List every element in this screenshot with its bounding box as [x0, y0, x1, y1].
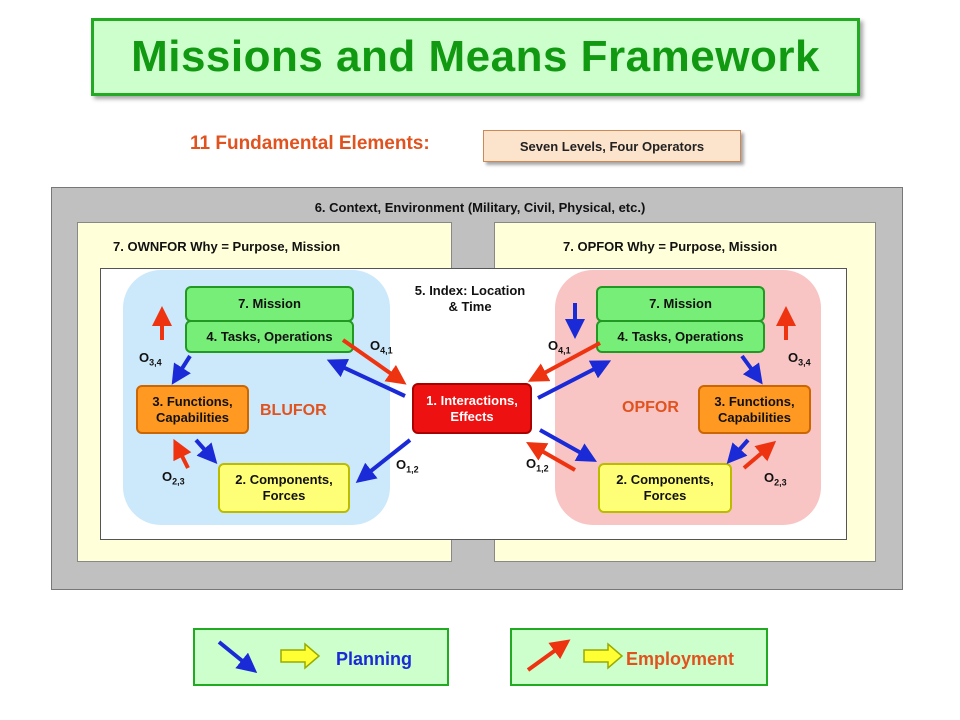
legend-yellow-arrow-icon — [280, 642, 321, 670]
index-location-time-label: 5. Index: Location & Time — [395, 283, 545, 315]
planning-legend: Planning — [193, 628, 449, 686]
page-title: Missions and Means Framework — [131, 32, 820, 81]
opfor-operator-o41: O4,1 — [548, 338, 571, 356]
planning-legend-label: Planning — [336, 649, 412, 669]
opfor-planning-arrow-tasks-to-functions — [740, 354, 763, 385]
blufor-functions-node: 3. Functions, Capabilities — [136, 385, 249, 434]
blufor-components-line-2: Forces — [262, 488, 306, 503]
opfor-components-line-1: 2. Components, — [616, 472, 714, 487]
opfor-functions-node: 3. Functions, Capabilities — [698, 385, 811, 434]
opfor-employment-arrow-components-to-functions — [742, 440, 777, 470]
blufor-functions-line-2: Capabilities — [156, 409, 229, 425]
fundamental-elements-label: 11 Fundamental Elements: — [190, 133, 430, 154]
opfor-operator-o12: O1,2 — [526, 456, 549, 474]
blufor-components-line-1: 2. Components, — [235, 472, 333, 487]
employment-legend-label: Employment — [626, 649, 735, 669]
opfor-components-line-2: Forces — [643, 488, 687, 503]
blufor-functions-line-1: 3. Functions, — [152, 393, 233, 409]
planning-arrow-icon — [217, 640, 258, 674]
levels-operators-label: Seven Levels, Four Operators — [519, 138, 705, 154]
blufor-employment-arrow-tasks-to-interactions — [341, 338, 407, 385]
blufor-components-node: 2. Components, Forces — [218, 463, 350, 513]
context-environment-label: 6. Context, Environment (Military, Civil… — [314, 200, 646, 215]
blufor-operator-o23: O2,3 — [162, 469, 185, 487]
employment-legend: Employment — [510, 628, 768, 686]
opfor-functions-line-2: Capabilities — [718, 409, 791, 425]
opfor-planning-arrow-functions-to-components — [726, 438, 750, 464]
employment-arrow-icon — [526, 639, 571, 672]
opfor-employment-arrow-components-to-interactions — [526, 442, 576, 472]
opfor-planning-arrow-interactions-to-components — [539, 428, 597, 462]
index-label-line-2: & Time — [448, 299, 492, 314]
opfor-tasks-node: 4. Tasks, Operations — [596, 320, 765, 353]
ownfor-purpose-label: 7. OWNFOR Why = Purpose, Mission — [113, 239, 341, 254]
blufor-planning-arrow-interactions-to-tasks — [326, 358, 406, 398]
opfor-tasks-label: 4. Tasks, Operations — [617, 328, 744, 344]
opfor-purpose-label: 7. OPFOR Why = Purpose, Mission — [563, 239, 778, 254]
planning-legend-graphic — [217, 640, 321, 674]
levels-operators-box: Seven Levels, Four Operators — [483, 130, 741, 162]
opfor-label: OPFOR — [622, 399, 679, 416]
blufor-mission-label: 7. Mission — [238, 296, 301, 311]
blufor-planning-arrow-interactions-to-components — [355, 438, 412, 483]
blufor-tasks-node: 4. Tasks, Operations — [185, 320, 354, 353]
blufor-planning-arrow-tasks-to-functions — [171, 354, 192, 385]
blufor-label: BLUFOR — [260, 402, 327, 419]
blufor-operator-o41: O4,1 — [370, 338, 393, 356]
legend-yellow-arrow-icon — [583, 642, 624, 670]
blufor-employment-arrow-components-to-functions — [173, 438, 192, 469]
employment-legend-graphic — [526, 639, 624, 672]
opfor-operator-o34: O3,4 — [788, 350, 811, 368]
opfor-mission-node: 7. Mission — [596, 286, 765, 322]
title-banner: Missions and Means Framework — [91, 18, 860, 96]
opfor-operator-o23: O2,3 — [764, 470, 787, 488]
interactions-line-1: 1. Interactions, — [426, 392, 518, 408]
blufor-operator-o34: O3,4 — [139, 350, 162, 368]
interactions-line-2: Effects — [450, 408, 494, 424]
blufor-tasks-label: 4. Tasks, Operations — [206, 328, 333, 344]
opfor-functions-line-1: 3. Functions, — [714, 393, 795, 409]
opfor-components-node: 2. Components, Forces — [598, 463, 732, 513]
blufor-operator-o12: O1,2 — [396, 457, 419, 475]
blufor-planning-arrow-functions-to-components — [194, 438, 218, 464]
index-label-line-1: 5. Index: Location — [414, 283, 526, 298]
opfor-planning-arrow-interactions-to-tasks — [537, 360, 612, 400]
opfor-mission-label: 7. Mission — [649, 296, 712, 311]
interactions-effects-node: 1. Interactions, Effects — [412, 383, 532, 434]
opfor-employment-arrow-tasks-to-interactions — [527, 341, 601, 382]
